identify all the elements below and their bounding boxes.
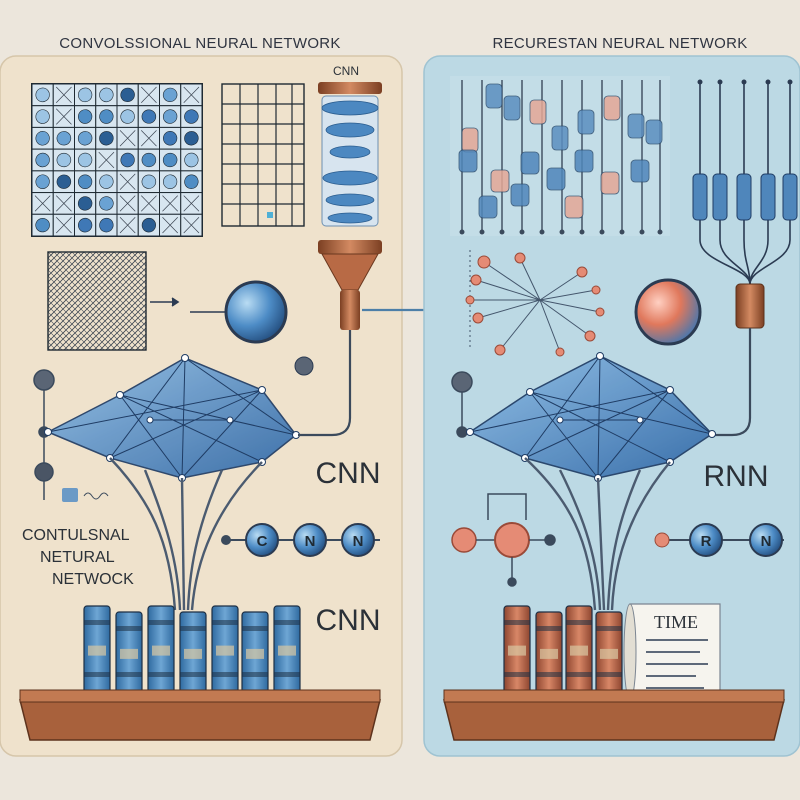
cnn-input-patch [47, 251, 147, 351]
right-panel: RECURESTAN NEURAL NETWORK [423, 35, 800, 757]
cnn-filter-label: CNN [333, 64, 359, 78]
rnn-side-connectors [451, 371, 480, 438]
rnn-book-row [503, 605, 623, 695]
cnn-bead-letter-2: N [305, 533, 316, 550]
cnn-caption: CONTULSNAL NETURAL NETWOCK [22, 488, 134, 588]
cnn-filter-stack: CNN [318, 64, 382, 330]
cnn-bead-letter-3: N [353, 533, 364, 550]
cnn-feature-map-grid [31, 83, 203, 237]
cnn-arrow-to-node [150, 297, 228, 313]
left-panel: CONVOLSSIONAL NEURAL NETWORK CNN [0, 35, 403, 757]
rnn-copper-connector [712, 283, 765, 437]
rnn-sequence-blocks [450, 76, 670, 236]
cnn-book-row [83, 605, 301, 695]
rnn-trunk-wires [524, 457, 671, 611]
cnn-filter-wire [298, 330, 352, 437]
rnn-output-node [634, 278, 702, 346]
rnn-time-scroll: TIME [623, 603, 721, 701]
rnn-bead-letter-2: N [761, 533, 772, 550]
rnn-mesh-network [466, 352, 716, 482]
rnn-tray [443, 689, 785, 741]
rnn-bead-chain: R N [654, 523, 784, 557]
cnn-tray [19, 689, 381, 741]
cnn-bottom-label: CNN [316, 604, 381, 637]
cnn-small-node [294, 356, 314, 376]
cnn-trunk-wires [109, 457, 263, 611]
cnn-output-node [224, 280, 288, 344]
rnn-recurrent-bundle [692, 79, 798, 285]
rnn-side-label: RNN [704, 460, 769, 493]
cnn-bead-chain: C N N [221, 523, 380, 557]
rnn-bead-letter-1: R [701, 533, 712, 550]
cnn-bead-letter-1: C [257, 533, 268, 550]
cnn-side-label: CNN [316, 457, 381, 490]
rnn-scroll-label: TIME [654, 612, 698, 632]
cnn-empty-grid [221, 83, 305, 227]
cnn-side-connectors [33, 369, 55, 500]
left-panel-header: CONVOLSSIONAL NEURAL NETWORK [59, 35, 341, 52]
cnn-caption-line-2: NETURAL [40, 549, 115, 566]
cnn-caption-line-3: NETWOCK [52, 571, 134, 588]
rnn-node-graph [465, 250, 605, 357]
cnn-caption-line-1: CONTULSNAL [22, 527, 130, 544]
rnn-hidden-state-box [451, 493, 556, 587]
right-panel-header: RECURESTAN NEURAL NETWORK [492, 35, 747, 52]
